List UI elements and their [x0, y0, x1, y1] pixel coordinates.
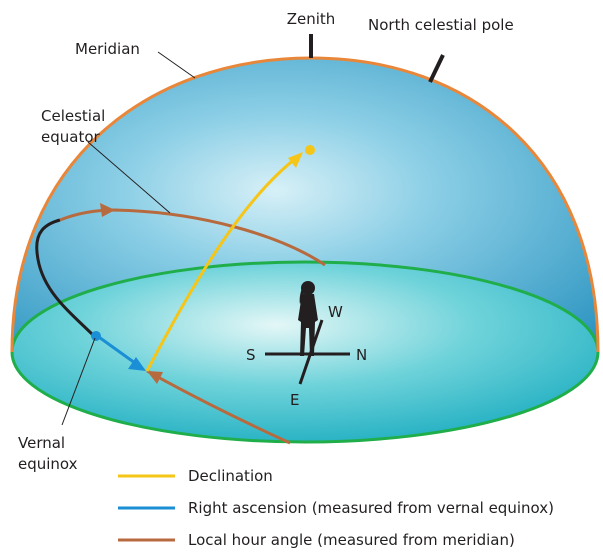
celestial-equator-label-2: equator	[41, 128, 101, 146]
right-ascension-arrow	[95, 333, 136, 365]
hour-angle-arrowhead-lower	[147, 371, 163, 384]
legend-label-declination: Declination	[188, 467, 273, 485]
star-dot-icon	[305, 145, 315, 155]
legend-label-right-ascension: Right ascension (measured from vernal eq…	[188, 499, 554, 517]
celestial-equator-pointer	[87, 141, 171, 214]
celestial-equator-label-1: Celestial	[41, 107, 105, 125]
person-silhouette-icon	[298, 281, 318, 356]
meridian-label: Meridian	[75, 40, 140, 58]
legend: Declination Right ascension (measured fr…	[118, 467, 554, 549]
north-celestial-pole-label: North celestial pole	[368, 16, 514, 34]
hour-angle-arrowhead-upper	[100, 203, 115, 217]
legend-label-hour-angle: Local hour angle (measured from meridian…	[188, 531, 515, 549]
vernal-equinox-label-1: Vernal	[18, 434, 65, 452]
compass-w-label: W	[328, 303, 343, 321]
hour-angle-lower-arc	[146, 369, 291, 445]
right-ascension-arrowhead	[128, 357, 146, 371]
north-celestial-pole-tick	[428, 54, 445, 83]
declination-arc	[145, 153, 301, 372]
vernal-equinox-pointer	[61, 337, 96, 426]
compass-n-label: N	[356, 346, 367, 364]
compass-e-label: E	[290, 391, 299, 409]
declination-arrowhead	[288, 152, 303, 168]
celestial-equator-arc	[35, 218, 97, 339]
hour-angle-upper-arc	[59, 208, 326, 267]
vernal-equinox-label-2: equinox	[18, 455, 78, 473]
meridian-pointer	[157, 51, 196, 79]
zenith-label: Zenith	[287, 10, 336, 28]
blue-dot-icon	[91, 331, 101, 341]
compass-s-label: S	[246, 346, 256, 364]
